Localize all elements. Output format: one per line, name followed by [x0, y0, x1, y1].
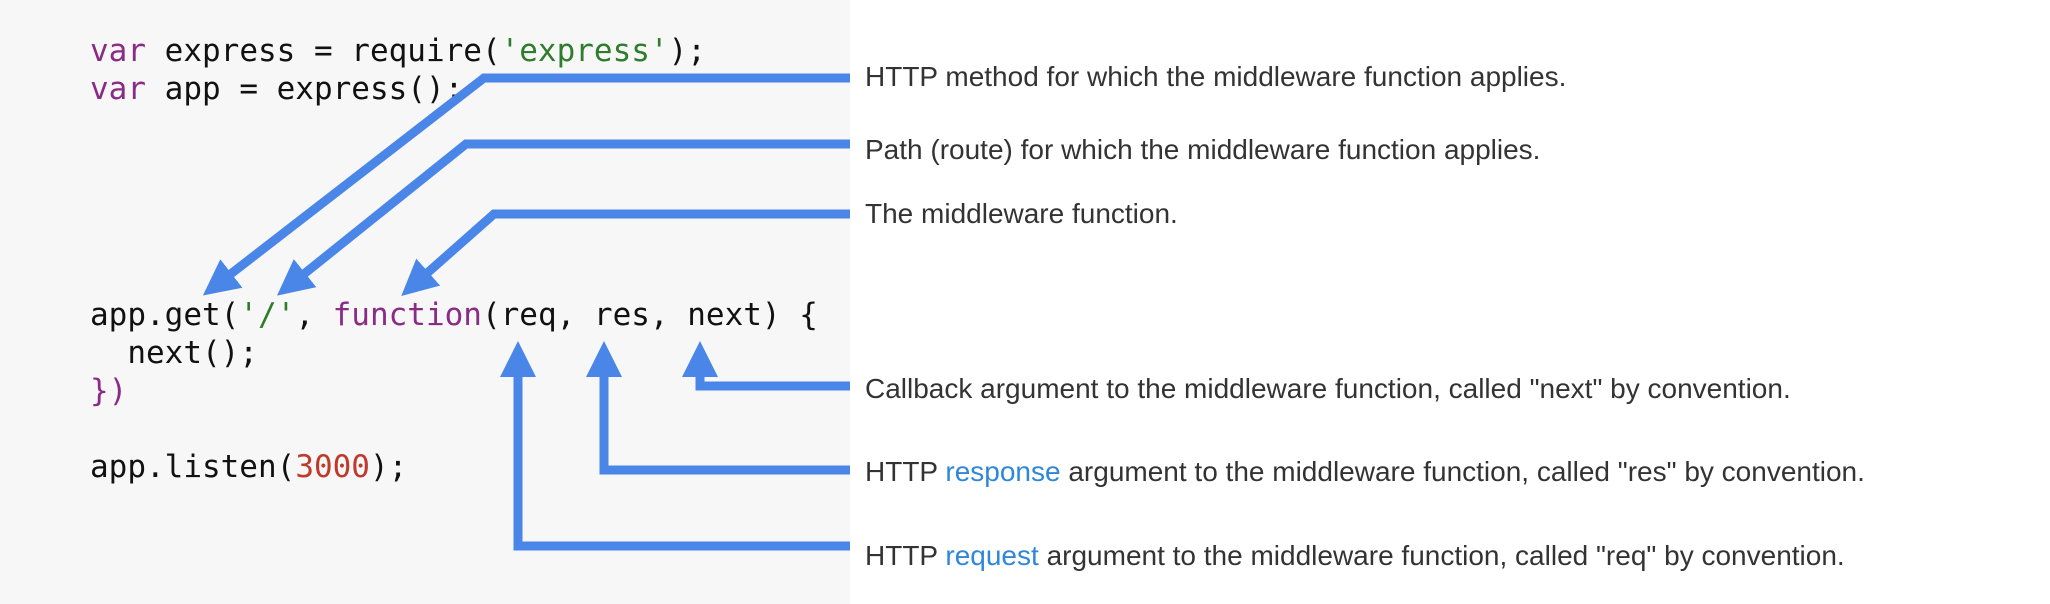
arrow-function	[401, 209, 850, 296]
response-link[interactable]: response	[945, 456, 1061, 487]
annotation-next: Callback argument to the middleware func…	[865, 373, 1791, 404]
code-line-app: var app = express();	[90, 71, 464, 107]
annotation-middleware-function: The middleware function.	[865, 198, 1178, 229]
code-panel	[0, 0, 850, 604]
arrow-res	[586, 341, 850, 475]
annotation-req: HTTP request argument to the middleware …	[865, 540, 1845, 571]
annotation-res: HTTP response argument to the middleware…	[865, 456, 1865, 487]
arrow-req	[500, 341, 850, 551]
code-line-require: var express = require('express');	[90, 33, 706, 69]
arrow-path	[276, 139, 850, 296]
code-line-get: app.get('/', function(req, res, next) {	[90, 297, 818, 333]
annotation-http-method: HTTP method for which the middleware fun…	[865, 61, 1567, 92]
code-line-listen: app.listen(3000);	[90, 449, 408, 485]
arrow-next	[682, 341, 850, 391]
request-link[interactable]: request	[945, 540, 1039, 571]
code-line-close: })	[90, 373, 128, 409]
annotation-path: Path (route) for which the middleware fu…	[865, 134, 1541, 165]
code-line-next-call: next();	[90, 335, 258, 371]
arrow-method	[202, 73, 850, 296]
